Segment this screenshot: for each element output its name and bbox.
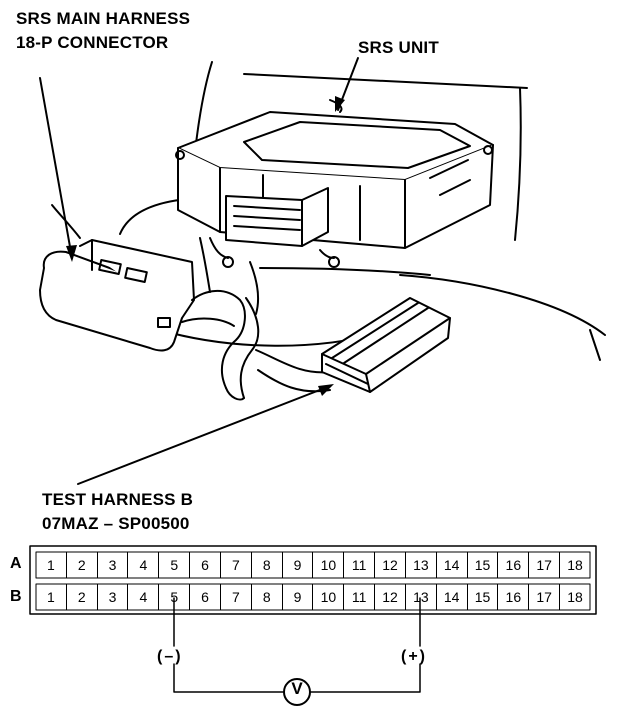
pin-a: 11 (343, 552, 374, 578)
pin-a: 2 (65, 552, 97, 578)
connector-grid-frame (29, 545, 597, 615)
voltmeter-symbol: V (291, 679, 303, 698)
meter-wiring (173, 597, 421, 693)
pin-a: 12 (374, 552, 405, 578)
pin-b: 1 (47, 589, 55, 605)
pin-a: 7 (219, 552, 251, 578)
test-harness-label: TEST HARNESS B (42, 490, 194, 509)
srs-unit (175, 99, 494, 268)
pin-a: 18 (559, 552, 590, 578)
srs-unit-label: SRS UNIT (358, 38, 439, 57)
pin-b: 8 (250, 584, 282, 610)
voltmeter-icon (283, 678, 311, 706)
pin-a: 16 (497, 552, 528, 578)
pin-a: 8 (250, 552, 282, 578)
pin-a: 4 (127, 552, 158, 578)
pin-b-positive-probe: 13 (404, 584, 436, 610)
pin-b: 6 (189, 584, 220, 610)
connector-type-label: 18-P CONNECTOR (16, 33, 169, 52)
pin-a: 1 (47, 557, 55, 573)
pin-a: 10 (312, 552, 343, 578)
pin-b: 14 (435, 584, 467, 610)
test-harness-part-number: 07MAZ – SP00500 (42, 514, 190, 533)
pin-a: 17 (528, 552, 559, 578)
pin-b: 9 (281, 584, 313, 610)
pin-a: 3 (96, 552, 128, 578)
pin-b: 10 (312, 584, 343, 610)
pin-b-negative-probe: 5 (158, 584, 189, 610)
pin-b: 7 (219, 584, 251, 610)
row-b-label: B (10, 588, 22, 605)
pin-b: 15 (466, 584, 498, 610)
pin-b: 12 (374, 584, 405, 610)
pin-a: 14 (435, 552, 467, 578)
pin-b: 3 (96, 584, 128, 610)
pin-b: 16 (497, 584, 528, 610)
test-harness-b-connector (321, 297, 451, 393)
pin-a: 5 (158, 552, 189, 578)
arrowheads (66, 96, 345, 396)
pin-a: 15 (466, 552, 498, 578)
srs-main-harness-connector (39, 239, 195, 352)
pin-b: 11 (343, 584, 374, 610)
wiring-harness (181, 237, 331, 401)
pin-b: 4 (127, 584, 158, 610)
pin-a: 9 (281, 552, 313, 578)
connector-row-b: 1 2 3 4 5 6 7 8 9 10 11 12 13 14 15 16 1… (36, 584, 590, 610)
pin-a: 6 (189, 552, 220, 578)
negative-probe-label: (–) (157, 648, 183, 665)
pin-b: 17 (528, 584, 559, 610)
srs-main-harness-label: SRS MAIN HARNESS (16, 9, 191, 28)
pin-b: 2 (65, 584, 97, 610)
srs-unit-connector (225, 187, 329, 247)
connector-row-a: 1 2 3 4 5 6 7 8 9 10 11 12 13 14 15 16 1… (36, 552, 590, 578)
pin-a: 13 (404, 552, 436, 578)
positive-probe-label: (+) (401, 648, 427, 665)
pin-b: 18 (559, 584, 590, 610)
row-a-label: A (10, 555, 22, 572)
